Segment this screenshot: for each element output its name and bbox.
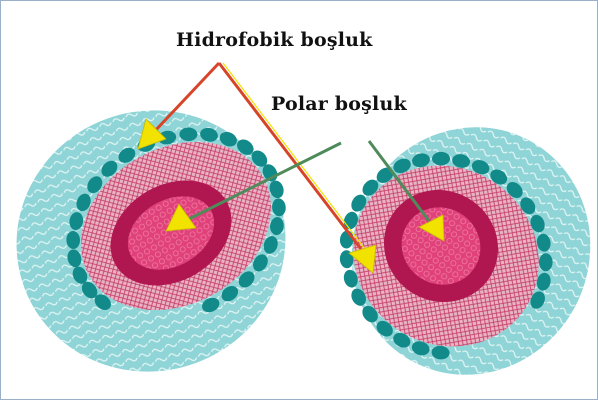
right-micelle [311,88,598,400]
polar-cavity-label: Polar boşluk [271,93,407,115]
hydrophobic-cavity-label: Hidrofobik boşluk [176,29,373,51]
